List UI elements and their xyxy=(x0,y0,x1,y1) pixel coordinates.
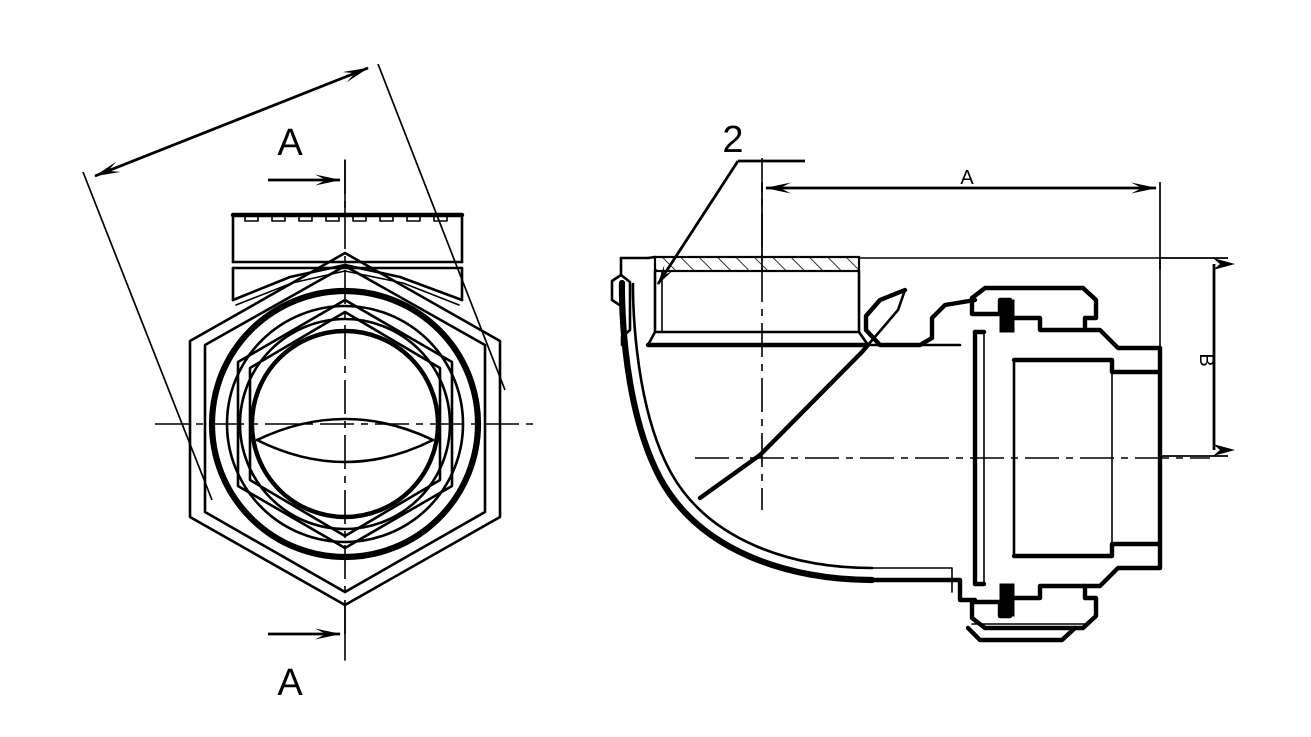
callout-2-label: 2 xyxy=(722,119,743,161)
section-elbow-outer-wall xyxy=(618,279,876,584)
section-union-nut-upper xyxy=(969,285,1099,321)
section-seal-block-lower xyxy=(999,583,1015,617)
section-spigot xyxy=(1011,357,1163,559)
front-view-top-collar xyxy=(230,212,465,302)
front-view-thread-circle-2 xyxy=(238,317,452,531)
section-letter-bottom: A xyxy=(277,662,303,704)
section-union-nut xyxy=(969,285,1163,631)
diagonal-extension-right xyxy=(377,63,506,391)
diagonal-dimension xyxy=(82,63,506,501)
section-view-group: 2 A B xyxy=(610,119,1235,643)
front-view-inner-hexagon xyxy=(203,264,487,594)
gasket-section-hatch xyxy=(653,255,861,273)
front-view-throat-curve-upper xyxy=(255,417,435,442)
section-throat-upper-taper xyxy=(866,288,907,347)
section-bottom-boss xyxy=(869,567,1086,643)
section-top-face-gasket-edge xyxy=(646,255,657,260)
section-nut-upper-taper xyxy=(1082,327,1163,351)
section-letter-top: A xyxy=(277,122,303,164)
callout-2-leader xyxy=(656,160,740,285)
section-throat-taper xyxy=(697,342,871,501)
front-view-collar-taper-right-2 xyxy=(344,270,460,306)
section-nut-lower-taper xyxy=(1082,565,1163,589)
dimension-A-group: A xyxy=(761,167,1161,270)
front-view-bore-circle xyxy=(249,328,441,520)
section-union-nut-upper-inner xyxy=(969,295,1088,333)
section-union-nut-lower-inner xyxy=(969,583,1088,621)
callout-2-group: 2 xyxy=(656,119,805,285)
section-bottom-skirt xyxy=(965,625,1078,643)
section-union-nut-lower xyxy=(969,595,1099,631)
section-marker-bottom: A xyxy=(268,604,346,704)
section-spigot-upper xyxy=(1011,357,1163,375)
front-view-collar-taper-left-2 xyxy=(235,270,346,306)
front-view-collar-taper-left xyxy=(231,263,347,302)
section-seal-block-upper xyxy=(999,299,1015,333)
dimension-A-label: A xyxy=(960,167,974,189)
section-left-ear xyxy=(610,273,623,308)
section-bottom-boss-outline xyxy=(869,577,978,603)
front-view-group: A A xyxy=(82,63,540,704)
front-view-outer-circle xyxy=(208,287,482,561)
diagonal-extension-left xyxy=(82,171,213,501)
front-view-collar-taper-right xyxy=(343,263,464,302)
dimension-B-group: B xyxy=(1160,257,1235,457)
front-view-throat-curve-lower xyxy=(255,438,435,464)
section-bottom-boss-inner xyxy=(871,567,953,593)
front-view-mid-polygon xyxy=(236,298,454,550)
front-view-lower-detail xyxy=(249,479,441,537)
section-internal-hook xyxy=(863,287,978,348)
dimension-B-label: B xyxy=(1195,353,1217,366)
section-elbow-inner-wall xyxy=(631,282,874,570)
diagonal-dimension-line xyxy=(94,66,369,178)
front-view-thread-circle-1 xyxy=(225,304,465,544)
section-marker-top: A xyxy=(268,122,346,215)
section-spigot-lower xyxy=(1011,541,1163,559)
